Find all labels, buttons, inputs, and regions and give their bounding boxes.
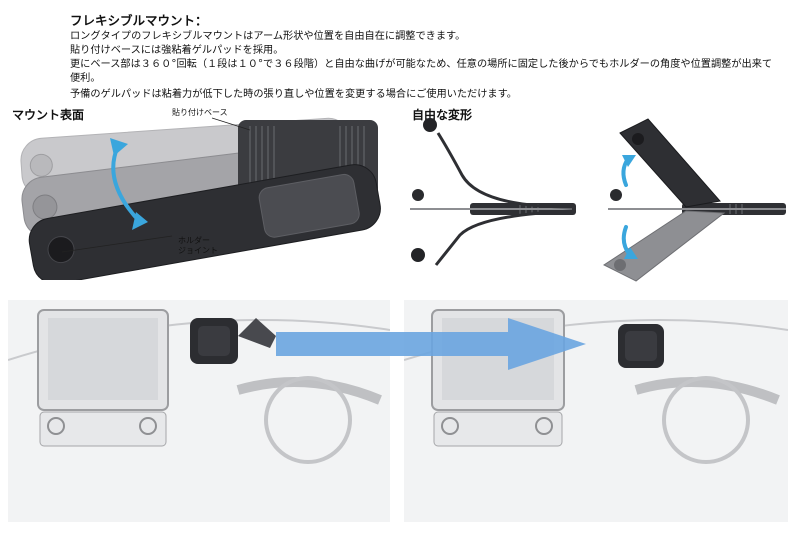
joint-label-line1: ホルダー xyxy=(178,236,210,245)
description-line-1: ロングタイプのフレキシブルマウントはアーム形状や位置を自由自在に調整できます。 xyxy=(70,31,466,42)
gel-pad xyxy=(258,173,360,238)
mount-surface-heading: マウント表面 xyxy=(12,108,85,122)
description-line-2: 貼り付けベースには強粘着ゲルパッドを採用。 xyxy=(70,45,284,56)
bending-illustration-left xyxy=(410,118,576,266)
ball-joint-straight xyxy=(412,189,424,201)
mount-surface-illustration xyxy=(20,117,381,280)
transition-arrow xyxy=(276,318,586,370)
dashboard-before xyxy=(8,300,390,522)
joint-label-line2: ジョイント xyxy=(178,246,218,255)
ball-joint-front xyxy=(47,236,75,264)
ball-joint-back xyxy=(29,153,53,177)
section-title: フレキシブルマウント： xyxy=(70,13,208,28)
description-line-5: 予備のゲルパッドは粘着力が低下した時の張り直しや位置を変更する場合にご使用いただ… xyxy=(70,89,517,100)
mount-arm-front xyxy=(28,164,381,280)
ball-joint-down xyxy=(411,248,425,262)
arm-folded-down xyxy=(603,210,726,282)
description-line-3: 更にベース部は３６０°回転（１段は１０°で３６段階）と自由な曲げが可能なため、任… xyxy=(70,59,773,70)
bending-illustration-right xyxy=(603,118,786,282)
base-label: 貼り付けベース xyxy=(172,108,228,117)
description-line-4: 便利。 xyxy=(70,73,101,84)
flex-arm-before xyxy=(238,318,276,348)
ball-joint-flat xyxy=(610,189,622,201)
arm-folded-up xyxy=(619,118,721,208)
ball-joint-up xyxy=(423,118,437,132)
free-deformation-heading: 自由な変形 xyxy=(412,108,473,122)
